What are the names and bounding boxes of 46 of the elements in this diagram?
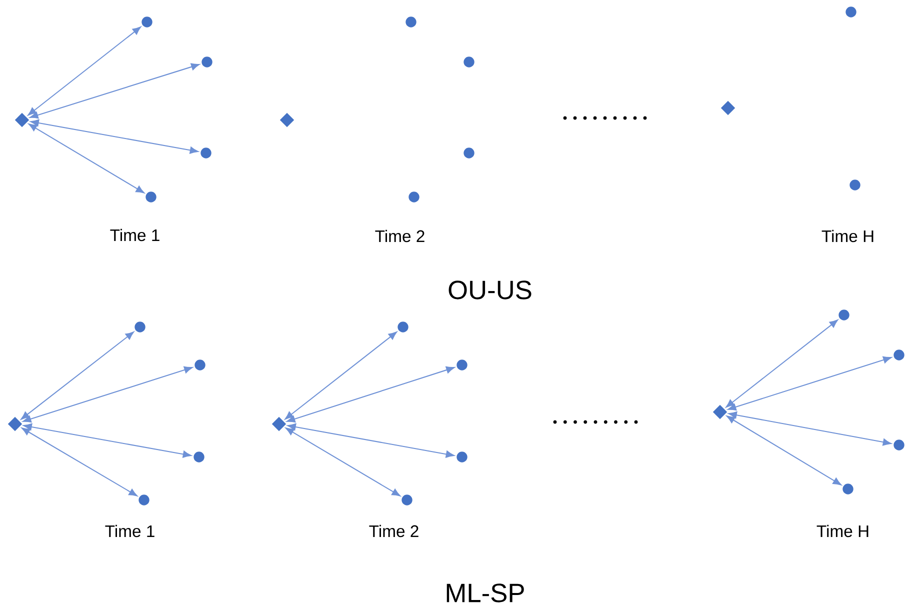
- time-label: Time H: [822, 230, 874, 242]
- arrow: [21, 428, 138, 496]
- dot-node: [464, 148, 474, 158]
- time-label: Time H: [816, 524, 868, 538]
- dot-node: [406, 16, 416, 28]
- arrow: [23, 423, 192, 458]
- dot-node: [200, 148, 212, 158]
- time-label: Time 2: [369, 524, 418, 538]
- dot-node: [846, 6, 856, 18]
- dot-node: [146, 192, 156, 202]
- arrow: [728, 356, 892, 411]
- arrow: [285, 428, 400, 496]
- arrow: [28, 26, 142, 116]
- time-label: Time 1: [105, 524, 154, 538]
- arrow: [28, 124, 144, 194]
- dot-node: [850, 180, 860, 190]
- dot-node: [202, 56, 212, 68]
- dot-node: [194, 360, 206, 370]
- arrow: [30, 63, 200, 119]
- time-label: Time 1: [110, 228, 160, 242]
- dot-node: [398, 322, 408, 332]
- arrow: [22, 366, 193, 423]
- panel-title: ML-SP: [446, 584, 524, 602]
- arrow: [284, 332, 398, 420]
- dot-node: [842, 484, 854, 494]
- arrow: [286, 366, 455, 423]
- dot-node: [138, 494, 150, 506]
- arrow: [726, 416, 842, 486]
- arrow: [20, 332, 134, 420]
- dot-node: [142, 16, 152, 28]
- dot-node: [894, 440, 904, 450]
- arrow: [728, 411, 892, 446]
- panel-title: OU-US: [448, 280, 532, 300]
- arrow: [30, 119, 198, 154]
- arrow: [287, 423, 454, 458]
- dot-node: [894, 350, 904, 360]
- dot-node: [464, 56, 474, 68]
- time-label: Time 2: [375, 230, 424, 242]
- arrow: [726, 320, 838, 408]
- dot-node: [194, 452, 204, 462]
- dot-node: [402, 494, 412, 506]
- dot-node: [456, 360, 468, 370]
- dot-node: [456, 452, 468, 462]
- dot-node: [838, 310, 850, 320]
- dot-node: [134, 322, 146, 332]
- dot-node: [408, 192, 420, 202]
